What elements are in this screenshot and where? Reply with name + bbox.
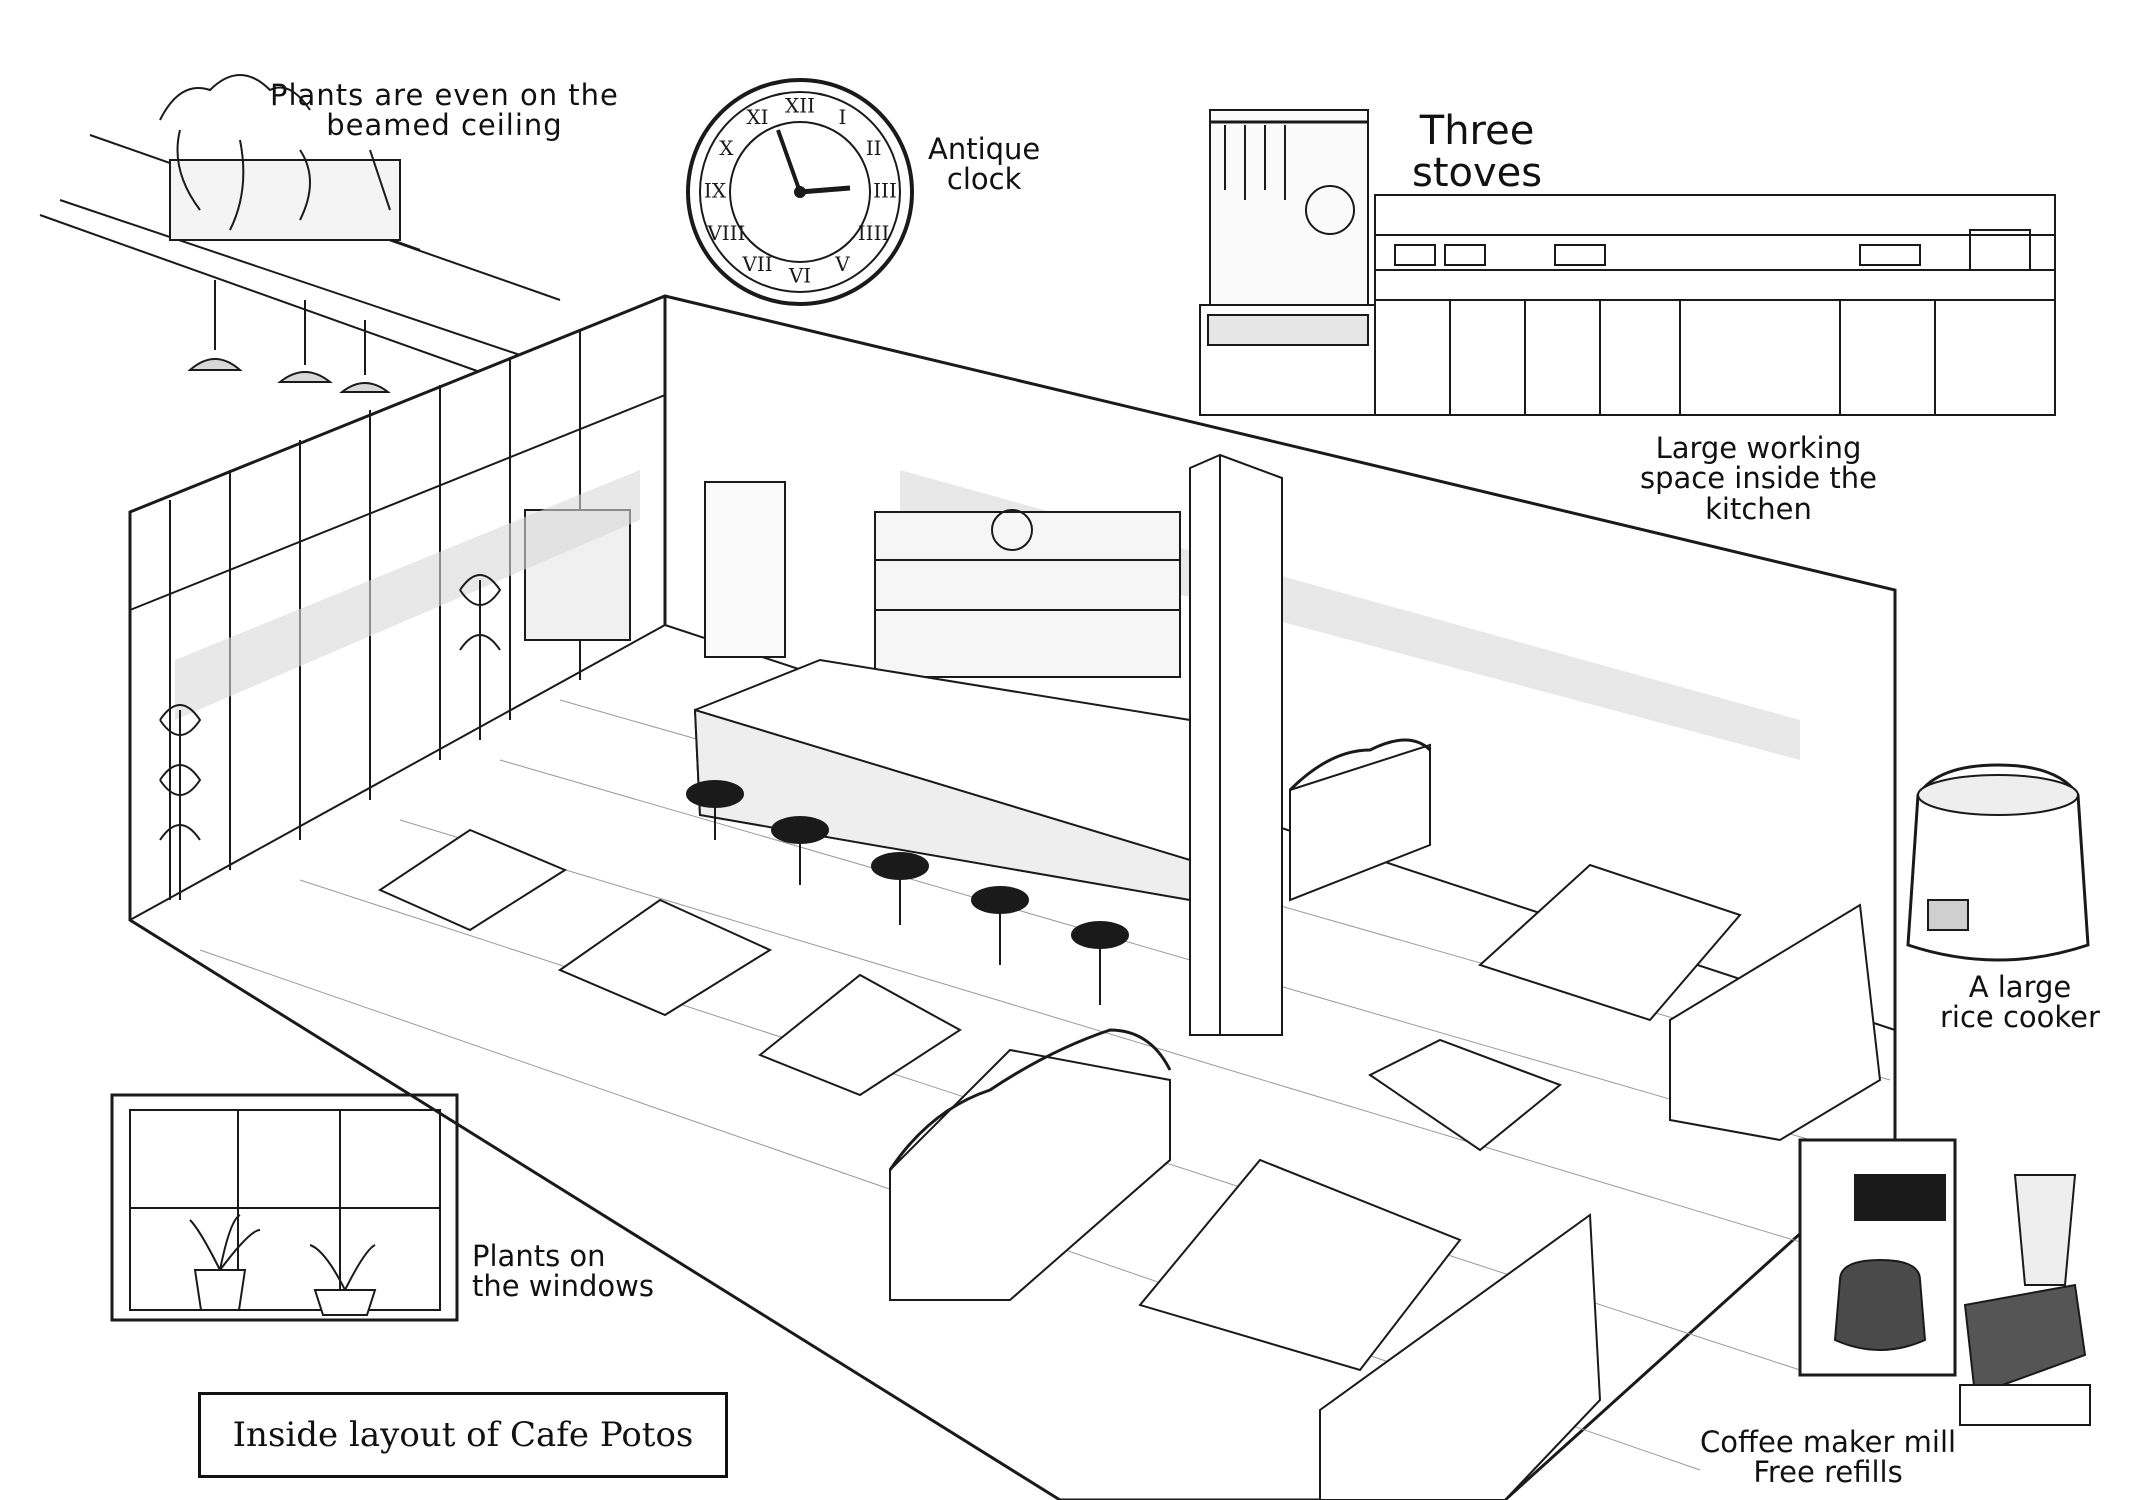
window-plants-label: Plants on the windows	[472, 1241, 654, 1302]
three-stoves-line-1: Three	[1419, 108, 1535, 154]
window-plants-line-2: the windows	[472, 1269, 654, 1304]
clock-numeral: III	[873, 179, 897, 203]
clock-numeral: II	[866, 136, 882, 160]
kitchen-space-line-2: space inside the	[1640, 461, 1877, 496]
back-shelves	[874, 509, 1181, 678]
hanging-utensils	[1224, 125, 1355, 235]
clock-numeral: XII	[785, 94, 815, 118]
three-stoves-line-2: stoves	[1412, 150, 1543, 196]
coffee-mill-inset	[1959, 1174, 2091, 1426]
kitchen-counter-inset	[1199, 109, 2056, 416]
pendant-lamps	[187, 280, 391, 393]
rice-cooker-line-2: rice cooker	[1940, 1000, 2100, 1035]
coffee-maker-inset	[1798, 1138, 1957, 1377]
antique-clock-line-1: Antique	[928, 132, 1041, 166]
kitchen-space-line-3: kitchen	[1705, 491, 1812, 526]
antique-clock-label: Antique clock	[928, 134, 1040, 195]
bar-stools	[686, 780, 1129, 1005]
rice-cooker-line-1: A large	[1968, 970, 2072, 1004]
rice-cooker-inset	[1906, 763, 2090, 962]
clock-numeral: VI	[788, 264, 811, 288]
clock-numeral: X	[719, 136, 734, 160]
window-inset	[110, 1093, 459, 1322]
rice-cooker-label: A large rice cooker	[1940, 972, 2100, 1033]
kitchen-space-line-1: Large working	[1655, 431, 1862, 465]
ceiling-plants-line-1: Plants are even on the	[270, 78, 619, 112]
coffee-maker-line-2: Free refills	[1753, 1455, 1903, 1490]
caption-box: Inside layout of Cafe Potos	[198, 1392, 728, 1478]
caption-text: Inside layout of Cafe Potos	[232, 1415, 694, 1455]
cafe-tables	[377, 828, 1742, 1372]
ceiling-plants-label: Plants are even on the beamed ceiling	[270, 80, 619, 141]
clock-numeral: IX	[704, 179, 727, 203]
clock-numeral: VII	[741, 252, 772, 276]
booth-seats	[1319, 903, 1882, 1500]
clock-numeral: IIII	[858, 221, 890, 245]
planters	[888, 738, 1432, 1301]
indoor-plants	[159, 574, 502, 900]
clock-numeral: XI	[746, 105, 768, 129]
antique-clock-line-2: clock	[946, 162, 1022, 197]
clock-numeral: I	[839, 105, 847, 129]
cafe-room	[128, 294, 1897, 1500]
coffee-maker-line-1: Coffee maker mill	[1700, 1425, 1957, 1459]
three-stoves-label: Three stoves	[1412, 110, 1542, 194]
clock-numeral: VIII	[706, 221, 745, 245]
coffee-maker-label: Coffee maker mill Free refills	[1700, 1427, 1956, 1488]
beamed-ceiling-inset	[39, 74, 561, 393]
ceiling-plants-line-2: beamed ceiling	[326, 108, 563, 143]
kitchen-space-label: Large working space inside the kitchen	[1640, 431, 1877, 526]
clock-numeral: V	[834, 252, 850, 276]
window-plants-line-1: Plants on	[472, 1239, 606, 1273]
